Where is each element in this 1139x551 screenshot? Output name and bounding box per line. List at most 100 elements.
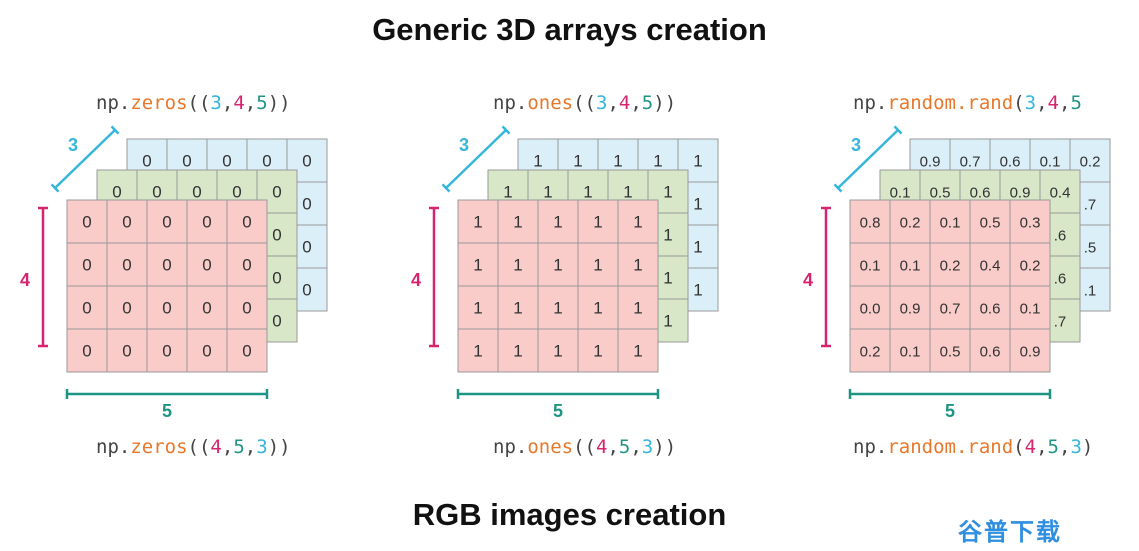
depth-dimension-line [445, 129, 507, 189]
cell-value: 1 [513, 213, 522, 232]
cell-value: 0 [242, 299, 251, 318]
array-cell [537, 285, 579, 330]
array-cell [617, 328, 659, 373]
title-rgb-images: RGB images creation [412, 497, 727, 532]
code-token: 4 [595, 436, 608, 458]
cell-value: 1 [663, 312, 672, 331]
array-cell [1009, 285, 1051, 330]
cell-value: 0.4 [1050, 185, 1071, 202]
cell-value: 1 [633, 342, 642, 361]
cell-value: 0 [82, 299, 91, 318]
code-token: 3 [1024, 92, 1037, 114]
cell-value: 0 [182, 152, 191, 171]
cell-value: 0.1 [1040, 154, 1061, 171]
cell-value: 0 [82, 213, 91, 232]
cell-value: .7 [1054, 314, 1067, 331]
cell-value: 0 [82, 342, 91, 361]
code-token: 3 [256, 436, 268, 458]
code-token: (( [573, 436, 596, 458]
code-token: 5 [1047, 436, 1059, 458]
array-cell [1009, 328, 1051, 373]
rows-label: 4 [411, 270, 421, 290]
cell-value: 0.4 [980, 258, 1001, 275]
depth-cap [833, 183, 843, 193]
cell-value: 0 [242, 213, 251, 232]
code-token: ones [527, 436, 574, 458]
watermark-logo: 谷普下载 [958, 518, 1062, 546]
code-token: random.rand [887, 92, 1014, 114]
cell-value: 0 [192, 183, 201, 202]
cell-value: 0.5 [930, 185, 951, 202]
code-token: 5 [618, 436, 631, 458]
array-cell [106, 199, 148, 244]
cell-value: 1 [553, 256, 562, 275]
code-token: , [1058, 436, 1071, 458]
code-token: (( [187, 436, 211, 458]
code-token: 5 [641, 92, 654, 114]
array-cell [577, 199, 619, 244]
cell-value: 0 [122, 213, 131, 232]
depth-label: 3 [68, 135, 78, 155]
array-cell [226, 328, 268, 373]
cell-value: 1 [633, 256, 642, 275]
code-token: ones [527, 92, 574, 114]
cell-value: 0 [82, 256, 91, 275]
array-cell [66, 199, 108, 244]
cell-value: 0.1 [940, 215, 961, 232]
array-cell [889, 285, 931, 330]
cell-value: 0.5 [980, 215, 1001, 232]
cell-value: 0 [272, 226, 281, 245]
array-cell [497, 242, 539, 287]
array-cell [849, 242, 891, 287]
array-cell [969, 285, 1011, 330]
cell-value: 0 [272, 183, 281, 202]
cell-value: 1 [663, 226, 672, 245]
code-token: )) [653, 92, 677, 114]
cell-value: 1 [533, 152, 542, 171]
cell-value: 1 [573, 152, 582, 171]
code-token: )) [267, 92, 291, 114]
code-token: (( [187, 92, 211, 114]
cell-value: 1 [473, 299, 482, 318]
code-token: )) [267, 436, 291, 458]
cell-value: 1 [513, 299, 522, 318]
array-cell [106, 328, 148, 373]
code-token: , [221, 92, 234, 114]
depth-label: 3 [851, 135, 861, 155]
cell-value: 1 [503, 183, 512, 202]
array-cell [106, 285, 148, 330]
cell-value: 1 [613, 152, 622, 171]
cell-value: 0 [112, 183, 121, 202]
depth-dimension-line [837, 129, 899, 189]
cell-value: 1 [593, 342, 602, 361]
array-cell [849, 328, 891, 373]
array-cell [186, 285, 228, 330]
array-cell [969, 199, 1011, 244]
code-token: )) [653, 436, 677, 458]
code-token: 3 [641, 436, 654, 458]
cell-value: .7 [1084, 197, 1097, 214]
array-cell [66, 242, 108, 287]
cell-value: 1 [693, 195, 702, 214]
cell-value: 0.9 [1020, 344, 1041, 361]
cell-value: 0.9 [900, 301, 921, 318]
array-cell [1009, 199, 1051, 244]
cell-value: 1 [473, 256, 482, 275]
cell-value: 0 [302, 195, 311, 214]
array-cell [537, 242, 579, 287]
cell-value: 0.6 [970, 185, 991, 202]
code-random-rand-3-4-5: np.random.rand(3,4,5 [853, 92, 1082, 114]
cell-value: 0.9 [1010, 185, 1031, 202]
cell-value: 0 [122, 256, 131, 275]
depth-dimension-line [54, 129, 116, 189]
cell-value: 1 [513, 342, 522, 361]
cell-value: 1 [663, 269, 672, 288]
cell-value: 0 [202, 299, 211, 318]
cols-label: 5 [162, 401, 172, 421]
code-token: , [1036, 436, 1048, 458]
array-cell [186, 242, 228, 287]
cell-value: 1 [543, 183, 552, 202]
array-cell [929, 199, 971, 244]
